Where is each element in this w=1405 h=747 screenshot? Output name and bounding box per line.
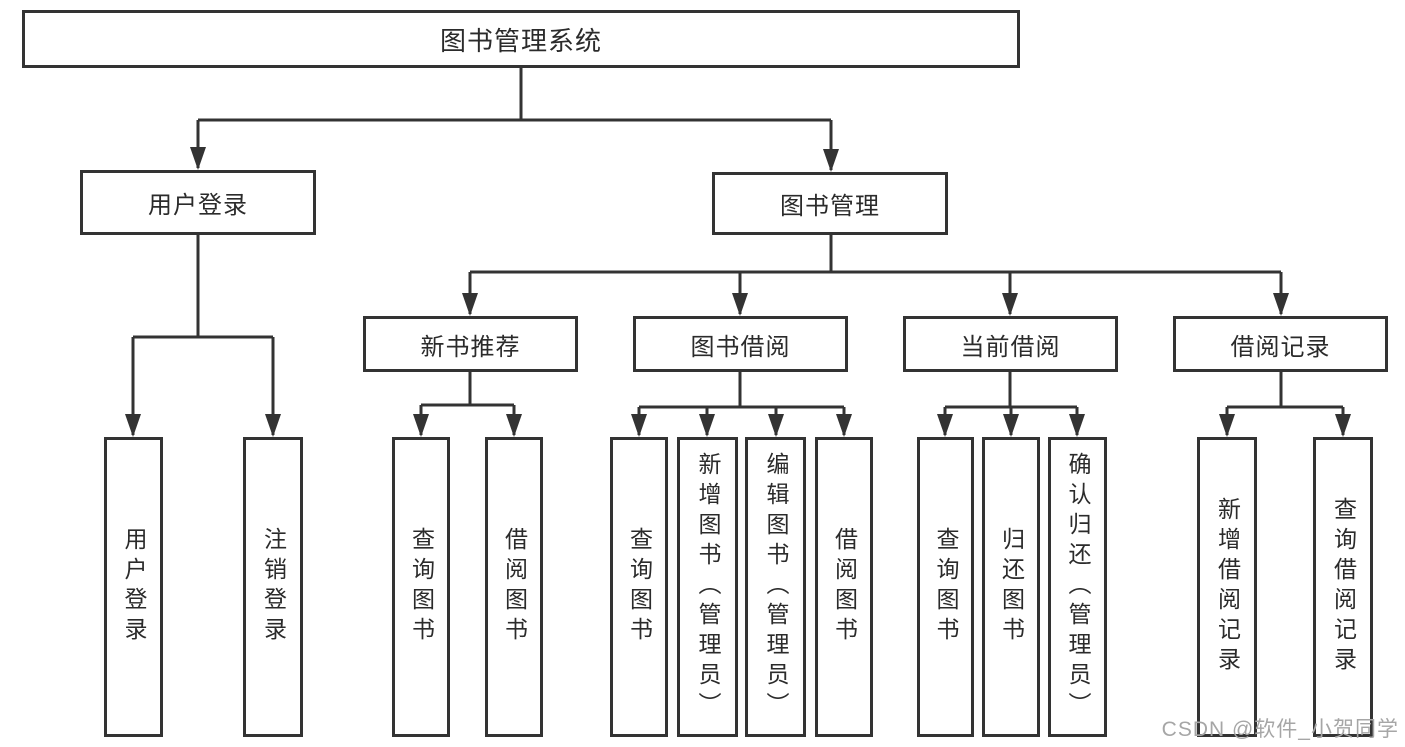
arrow-icon	[732, 293, 748, 316]
leaf-edit-book-admin-label: 编辑图书（管理员）	[763, 452, 789, 722]
leaf-return-book-label: 归还图书	[998, 527, 1025, 647]
node-root-label: 图书管理系统	[439, 25, 602, 56]
leaf-borrow-books-recommend-label: 借阅图书	[501, 527, 528, 647]
arrow-icon	[265, 414, 281, 437]
leaf-query-books-borrow: 查询图书	[610, 437, 668, 737]
arrow-icon	[836, 414, 852, 437]
leaf-query-books-recommend-label: 查询图书	[408, 527, 435, 647]
leaf-query-books-borrow-label: 查询图书	[626, 527, 653, 647]
node-book-management: 图书管理	[712, 172, 948, 235]
node-current-borrow-label: 当前借阅	[960, 333, 1061, 361]
arrow-icon	[125, 414, 141, 437]
leaf-logout: 注销登录	[243, 437, 303, 737]
arrow-icon	[937, 414, 953, 437]
leaf-logout-label: 注销登录	[260, 527, 287, 647]
leaf-add-book-admin: 新增图书（管理员）	[677, 437, 738, 737]
arrow-icon	[1219, 414, 1235, 437]
node-user-login: 用户登录	[80, 170, 316, 235]
node-borrow-records-label: 借阅记录	[1230, 333, 1331, 361]
connector-lines	[131, 67, 1345, 435]
arrow-icon	[1003, 414, 1019, 437]
leaf-query-books-current: 查询图书	[917, 437, 974, 737]
leaf-confirm-return-admin: 确认归还（管理员）	[1048, 437, 1107, 737]
node-root: 图书管理系统	[22, 10, 1020, 68]
leaf-query-borrow-record: 查询借阅记录	[1313, 437, 1373, 737]
arrow-icon	[462, 293, 478, 316]
arrow-icon	[699, 414, 715, 437]
leaf-query-books-recommend: 查询图书	[392, 437, 450, 737]
node-book-borrow-label: 图书借阅	[690, 333, 791, 361]
node-borrow-records: 借阅记录	[1173, 316, 1388, 372]
node-current-borrow: 当前借阅	[903, 316, 1118, 372]
leaf-query-books-current-label: 查询图书	[933, 527, 959, 647]
arrow-icon	[1069, 414, 1085, 437]
leaf-user-login-label: 用户登录	[121, 527, 147, 647]
node-book-borrow: 图书借阅	[633, 316, 848, 372]
leaf-borrow-books-label: 借阅图书	[831, 527, 858, 647]
leaf-query-borrow-record-label: 查询借阅记录	[1330, 497, 1357, 677]
leaf-confirm-return-admin-label: 确认归还（管理员）	[1065, 452, 1091, 722]
leaf-add-borrow-record-label: 新增借阅记录	[1214, 497, 1241, 677]
arrow-icon	[1335, 414, 1351, 437]
leaf-edit-book-admin: 编辑图书（管理员）	[745, 437, 806, 737]
leaf-add-book-admin-label: 新增图书（管理员）	[695, 452, 721, 722]
arrow-icon	[1002, 293, 1018, 316]
arrow-icon	[506, 414, 522, 437]
arrow-icon	[190, 147, 206, 170]
arrow-icon	[413, 414, 429, 437]
node-book-management-label: 图书管理	[780, 193, 880, 220]
node-new-book-recommend-label: 新书推荐	[420, 333, 521, 361]
node-new-book-recommend: 新书推荐	[363, 316, 578, 372]
leaf-borrow-books-recommend: 借阅图书	[485, 437, 543, 737]
leaf-return-book: 归还图书	[982, 437, 1040, 737]
leaf-borrow-books: 借阅图书	[815, 437, 873, 737]
arrow-icon	[768, 414, 784, 437]
csdn-watermark: CSDN @软件_小贺同学	[1161, 718, 1399, 741]
node-user-login-label: 用户登录	[148, 192, 248, 219]
arrow-icon	[823, 149, 839, 172]
leaf-user-login: 用户登录	[104, 437, 163, 737]
leaf-add-borrow-record: 新增借阅记录	[1197, 437, 1257, 737]
arrowheads	[125, 147, 1351, 437]
arrow-icon	[1273, 293, 1289, 316]
arrow-icon	[631, 414, 647, 437]
